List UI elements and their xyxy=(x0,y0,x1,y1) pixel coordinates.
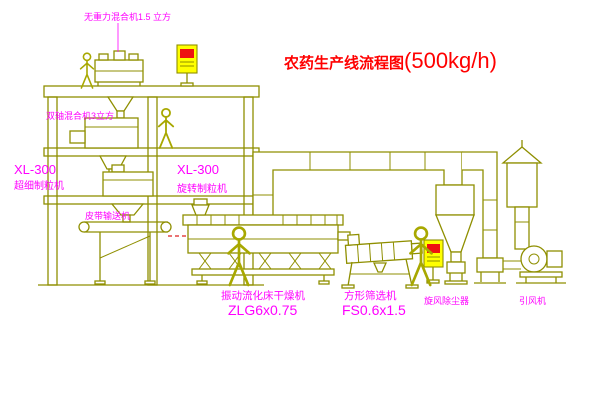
label-cyclone: 旋风除尘器 xyxy=(424,295,469,306)
square-sieve xyxy=(337,231,423,289)
cyclone-separator xyxy=(435,184,475,285)
induced-draft-fan xyxy=(516,245,566,284)
exhaust-duct-dryer-to-cyclone xyxy=(252,151,463,215)
label-granulator-mid-model: XL-300 xyxy=(177,162,219,177)
label-granulator-left-model: XL-300 xyxy=(14,162,56,177)
label-sieve-model: FS0.6x1.5 xyxy=(342,302,406,318)
twin-shaft-mixer xyxy=(69,117,139,174)
exhaust-stack xyxy=(501,140,543,250)
label-fan: 引风机 xyxy=(519,295,546,306)
label-granulator-left-name: 超细制粒机 xyxy=(14,179,64,192)
gravity-mixer xyxy=(94,50,144,119)
label-belt-conveyor: 皮带输送机 xyxy=(85,210,130,221)
diagram-title: 农药生产线流程图(500kg/h) xyxy=(283,48,497,73)
exhaust-duct-cyclone-to-fan xyxy=(462,151,521,284)
worker-figure xyxy=(157,107,175,149)
control-panel-lower xyxy=(423,239,444,284)
belt-conveyor xyxy=(78,221,172,285)
fluid-bed-dryer xyxy=(182,198,344,285)
label-dryer-name: 振动流化床干燥机 xyxy=(221,289,305,302)
rotary-granulator xyxy=(102,164,154,223)
control-panel-upper xyxy=(176,44,198,87)
worker-figure xyxy=(79,52,95,89)
label-dryer-model: ZLG6x0.75 xyxy=(228,302,297,318)
label-twin-shaft-mixer: 双轴混合机3立方 xyxy=(46,110,114,121)
label-granulator-mid-name: 旋转制粒机 xyxy=(177,182,227,195)
label-gravity-mixer: 无重力混合机1.5 立方 xyxy=(84,11,171,22)
label-sieve-name: 方形筛选机 xyxy=(344,289,397,302)
